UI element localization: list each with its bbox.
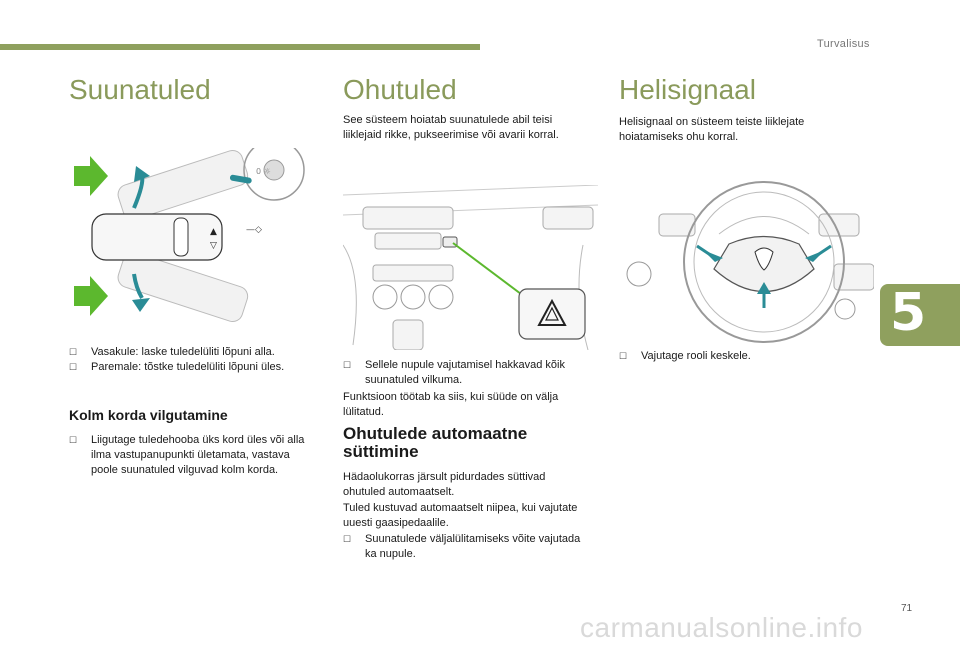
list-item: ☐ Vajutage rooli keskele. xyxy=(619,350,751,362)
list-item: ☐ Liigutage tuledehooba üks kord üles võ… xyxy=(69,434,305,476)
kolm-korda-bullet: ☐ Liigutage tuledehooba üks kord üles võ… xyxy=(69,433,309,478)
automaatne-bullet: ☐ Suunatulede väljalülitamiseks võite va… xyxy=(343,532,588,562)
chapter-tab xyxy=(880,284,960,346)
teal-arrow-up-icon xyxy=(134,166,150,182)
checkbox-bullet-icon: ☐ xyxy=(343,360,352,370)
checkbox-bullet-icon: ☐ xyxy=(619,351,628,361)
svg-text:▲: ▲ xyxy=(210,227,217,237)
svg-text:—◇: —◇ xyxy=(246,225,262,235)
turn-signal-stalk-illustration: ▲ ▽ —◇ 0 ☼ xyxy=(74,148,305,323)
list-item: ☐ Sellele nupule vajutamisel hakkavad kõ… xyxy=(343,359,565,386)
section-label: Turvalisus xyxy=(817,38,870,50)
checkbox-bullet-icon: ☐ xyxy=(69,347,78,357)
automaatne-para2: Tuled kustuvad automaatselt niipea, kui … xyxy=(343,502,578,529)
checkbox-bullet-icon: ☐ xyxy=(69,362,78,372)
header-accent-bar xyxy=(0,44,480,50)
ohutuled-note: Funktsioon töötab ka siis, kui süüde on … xyxy=(343,391,559,418)
checkbox-bullet-icon: ☐ xyxy=(69,435,78,445)
watermark: carmanualsonline.info xyxy=(580,612,863,643)
title-helisignaal: Helisignaal xyxy=(619,74,756,105)
svg-text:▽: ▽ xyxy=(210,241,217,251)
automaatne-para1: Hädaolukorras järsult pidurdades süttiva… xyxy=(343,471,546,498)
green-arrow-down-icon xyxy=(74,276,108,316)
green-arrow-up-icon xyxy=(74,156,108,196)
helisignaal-intro: Helisignaal on süsteem teiste liiklejate… xyxy=(619,116,805,143)
list-item: ☐ Paremale: tõstke tuledelüliti lõpuni ü… xyxy=(69,361,285,373)
page-number: 71 xyxy=(901,603,913,614)
svg-text:0 ☼: 0 ☼ xyxy=(256,167,271,176)
subheading-automaatne: Ohutulede automaatne süttimine xyxy=(343,424,528,461)
title-suunatuled: Suunatuled xyxy=(69,74,211,105)
hazard-button-dashboard-illustration xyxy=(343,185,598,350)
teal-arrow-up-icon xyxy=(757,282,771,294)
ohutuled-intro: See süsteem hoiatab suunatulede abil tei… xyxy=(343,114,559,141)
list-item: ☐ Suunatulede väljalülitamiseks võite va… xyxy=(343,533,581,560)
suunatuled-bullets: ☐ Vasakule: laske tuledelüliti lõpuni al… xyxy=(69,345,309,375)
peugeot-logo-icon xyxy=(754,247,774,271)
checkbox-bullet-icon: ☐ xyxy=(343,534,352,544)
ohutuled-bullet: ☐ Sellele nupule vajutamisel hakkavad kõ… xyxy=(343,358,588,388)
steering-wheel-horn-illustration xyxy=(619,174,874,344)
subheading-kolm-korda: Kolm korda vilgutamine xyxy=(69,407,228,423)
helisignaal-bullet: ☐ Vajutage rooli keskele. xyxy=(619,349,839,364)
teal-arrow-down-icon xyxy=(132,298,150,312)
chapter-number: 5 xyxy=(890,283,927,343)
hazard-triangle-icon xyxy=(537,298,567,326)
list-item: ☐ Vasakule: laske tuledelüliti lõpuni al… xyxy=(69,346,275,358)
title-ohutuled: Ohutuled xyxy=(343,74,457,105)
